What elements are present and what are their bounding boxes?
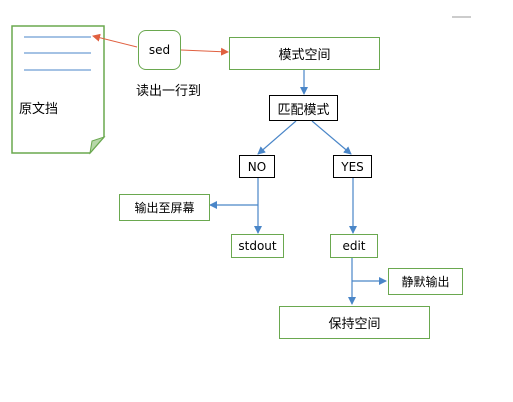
arrow-sed-to-pattern bbox=[180, 47, 229, 56]
sed-label: sed bbox=[148, 43, 171, 57]
print-screen-label: 输出至屏幕 bbox=[134, 201, 195, 215]
edit-label: edit bbox=[342, 239, 366, 253]
hold-space-node: 保持空间 bbox=[279, 306, 430, 339]
pattern-space-label: 模式空间 bbox=[278, 48, 331, 63]
hold-space-label: 保持空间 bbox=[328, 317, 381, 332]
document-shape bbox=[11, 25, 106, 155]
no-node: NO bbox=[239, 155, 275, 178]
match-pattern-node: 匹配模式 bbox=[269, 95, 338, 121]
match-pattern-label: 匹配模式 bbox=[277, 102, 330, 118]
no-label: NO bbox=[247, 159, 267, 174]
print-screen-node: 输出至屏幕 bbox=[119, 194, 210, 221]
edit-node: edit bbox=[330, 234, 378, 258]
pattern-space-node: 模式空间 bbox=[229, 37, 380, 70]
stdout-node: stdout bbox=[231, 234, 284, 258]
yes-node: YES bbox=[333, 155, 372, 178]
arrow-match-to-no bbox=[257, 120, 297, 155]
arrow-sed-to-doc bbox=[92, 33, 138, 48]
arrow-match-to-yes bbox=[311, 120, 352, 155]
yes-label: YES bbox=[341, 159, 364, 174]
sed-node: sed bbox=[138, 30, 181, 70]
silent-output-node: 静默输出 bbox=[388, 268, 463, 295]
sed-caption: 读出一行到 bbox=[136, 84, 202, 99]
document-label: 原文挡 bbox=[19, 102, 59, 117]
silent-output-label: 静默输出 bbox=[401, 275, 450, 289]
stdout-label: stdout bbox=[238, 239, 277, 253]
